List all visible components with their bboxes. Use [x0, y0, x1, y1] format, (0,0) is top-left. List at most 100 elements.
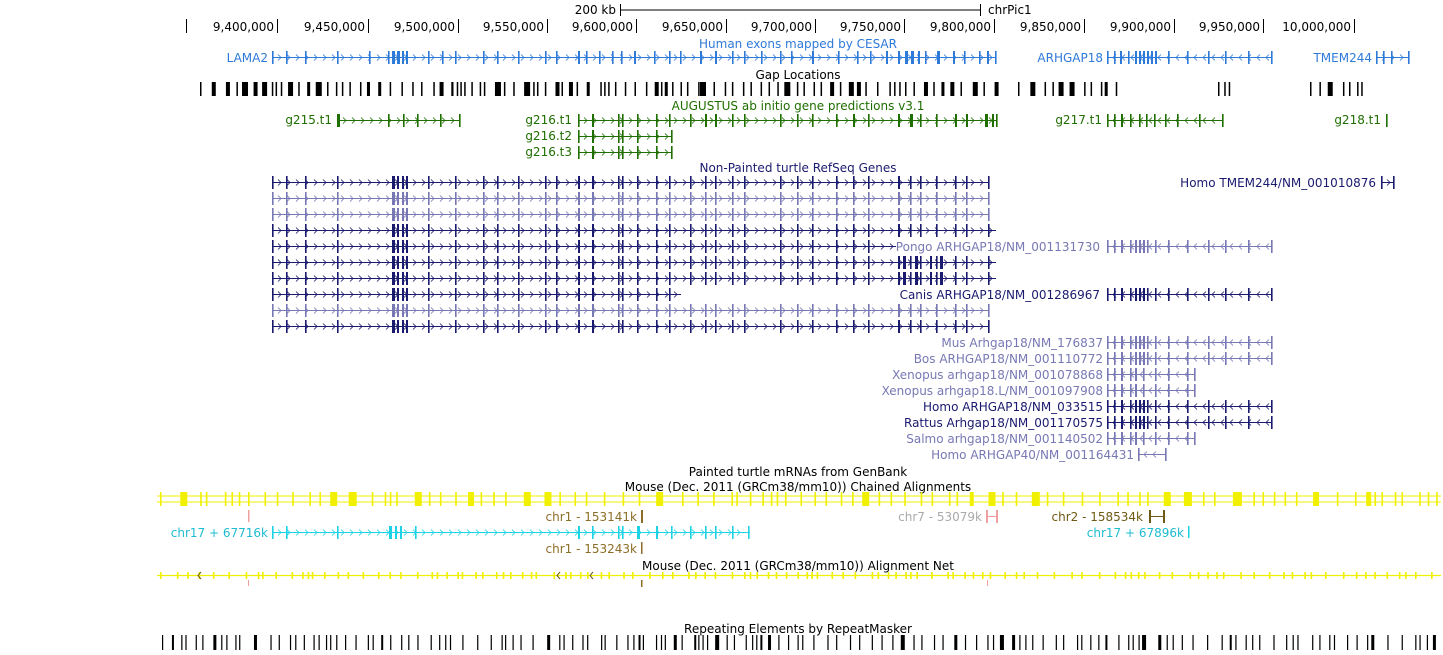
exon-block — [402, 224, 404, 237]
refseq-label-salmo[interactable]: Salmo arhgap18/NM_001140502 — [906, 432, 1103, 446]
exon-block — [744, 114, 746, 127]
refseq-label-bos[interactable]: Bos ARHGAP18/NM_001110772 — [914, 352, 1103, 366]
gap-block — [1224, 82, 1226, 96]
exon-block — [1168, 240, 1170, 253]
strand-chevron — [1229, 355, 1234, 362]
exon-block — [637, 288, 639, 301]
exon-block — [578, 146, 580, 159]
net-block — [1071, 572, 1073, 579]
repeat-block — [1333, 635, 1336, 650]
chain-block — [505, 492, 507, 506]
chain-label-chr1-153243k[interactable]: chr1 - 153243k — [546, 542, 638, 556]
refseq-track-title[interactable]: Non-Painted turtle RefSeq Genes — [699, 161, 896, 175]
chain-label-chr17-67716k[interactable]: chr17 + 67716k — [171, 526, 268, 540]
repeat-block — [1432, 635, 1436, 650]
gap-block — [889, 82, 891, 96]
cesar-label-lama2[interactable]: LAMA2 — [227, 51, 268, 65]
exon-block — [272, 192, 274, 205]
exon-block — [483, 288, 485, 301]
chain-features[interactable] — [157, 492, 1441, 554]
chain-block — [825, 492, 828, 506]
exon-block — [898, 320, 900, 333]
strand-chevron — [664, 291, 669, 298]
exon-block — [618, 224, 620, 237]
strand-chevron — [1202, 355, 1207, 362]
repeats-track-title[interactable]: Repeating Elements by RepeatMasker — [684, 622, 912, 636]
strand-chevron — [1238, 355, 1243, 362]
refseq-label-homo-arhgap18[interactable]: Homo ARHGAP18/NM_033515 — [923, 400, 1103, 414]
exon-block — [338, 114, 340, 127]
strand-chevron — [349, 529, 354, 536]
mrna-track-title[interactable]: Painted turtle mRNAs from GenBank — [689, 465, 907, 479]
net-features[interactable] — [157, 571, 1441, 587]
gap-track-title[interactable]: Gap Locations — [755, 68, 840, 82]
augustus-label-g217[interactable]: g217.t1 — [1055, 113, 1102, 127]
strand-chevron — [1220, 419, 1225, 426]
strand-chevron — [1157, 403, 1162, 410]
augustus-label-g215[interactable]: g215.t1 — [285, 113, 332, 127]
repeat-block — [1105, 635, 1108, 650]
augustus-features[interactable] — [337, 114, 1388, 159]
strand-chevron — [349, 291, 354, 298]
exon-block — [1138, 448, 1140, 461]
augustus-track-title[interactable]: AUGUSTUS ab initio gene predictions v3.1 — [672, 99, 925, 113]
cesar-label-arhgap18[interactable]: ARHGAP18 — [1037, 51, 1103, 65]
repeat-block — [532, 635, 534, 650]
exon-block — [936, 304, 938, 317]
exon-block — [415, 526, 417, 539]
gap-features[interactable] — [200, 82, 1363, 96]
exon-block — [621, 51, 623, 64]
exon-block — [455, 51, 457, 64]
strand-chevron — [286, 529, 291, 536]
exon-block — [955, 320, 957, 333]
net-track-title[interactable]: Mouse (Dec. 2011 (GRCm38/mm10)) Alignmen… — [642, 559, 954, 573]
strand-chevron — [754, 259, 759, 266]
exon-block — [985, 114, 988, 127]
refseq-label-pongo[interactable]: Pongo ARHGAP18/NM_001131730 — [896, 240, 1100, 254]
chain-block — [762, 492, 764, 506]
chain-label-chr2[interactable]: chr2 - 158534k — [1052, 510, 1144, 524]
exon-block — [1107, 51, 1109, 64]
exon-block — [592, 256, 594, 269]
refseq-label-rattus[interactable]: Rattus Arhgap18/NM_001170575 — [904, 416, 1103, 430]
exon-block — [905, 51, 908, 64]
gap-block — [471, 82, 473, 96]
strand-chevron — [871, 275, 876, 282]
chain-label-chr1-153141k[interactable]: chr1 - 153141k — [546, 510, 638, 524]
refseq-label-xenopus-2[interactable]: Xenopus arhgap18.L/NM_001097908 — [882, 384, 1103, 398]
strand-chevron — [331, 179, 336, 186]
cesar-track-title[interactable]: Human exons mapped by CESAR — [699, 37, 897, 51]
refseq-label-xenopus-1[interactable]: Xenopus arhgap18/NM_001078868 — [892, 368, 1103, 382]
exon-block — [397, 288, 399, 301]
exon-block — [797, 224, 799, 237]
cesar-features[interactable] — [272, 51, 1410, 64]
exon-block — [705, 224, 707, 237]
augustus-label-g218[interactable]: g218.t1 — [1334, 113, 1381, 127]
strand-chevron — [367, 211, 372, 218]
ruler-tick-label: 9,750,000 — [840, 20, 901, 34]
chain-label-chr7[interactable]: chr7 - 53079k — [898, 510, 982, 524]
strand-chevron — [718, 54, 723, 61]
repeat-features[interactable] — [162, 635, 1436, 650]
strand-chevron — [1175, 291, 1180, 298]
repeat-block — [355, 635, 357, 650]
strand-chevron — [1238, 419, 1243, 426]
refseq-label-canis[interactable]: Canis ARHGAP18/NM_001286967 — [900, 288, 1100, 302]
refseq-label-homo-arhgap40[interactable]: Homo ARHGAP40/NM_001164431 — [931, 448, 1134, 462]
refseq-label-homo-tmem244[interactable]: Homo TMEM244/NM_001010876 — [1180, 176, 1376, 190]
cesar-label-tmem244[interactable]: TMEM244 — [1312, 51, 1372, 65]
strand-chevron — [1139, 387, 1144, 394]
augustus-label-g216-t3[interactable]: g216.t3 — [525, 145, 572, 159]
strand-chevron — [1238, 243, 1243, 250]
exon-block — [886, 51, 888, 64]
refseq-label-mus[interactable]: Mus Arhgap18/NM_176837 — [941, 336, 1103, 350]
chain-label-chr17-67896k[interactable]: chr17 + 67896k — [1087, 526, 1184, 540]
chain-track-title[interactable]: Mouse (Dec. 2011 (GRCm38/mm10)) Chained … — [625, 480, 971, 494]
exon-block — [622, 288, 624, 301]
refseq-features[interactable] — [272, 176, 1395, 461]
repeat-block — [1025, 635, 1027, 650]
augustus-label-g216-t1[interactable]: g216.t1 — [525, 113, 572, 127]
augustus-label-g216-t2[interactable]: g216.t2 — [525, 129, 572, 143]
